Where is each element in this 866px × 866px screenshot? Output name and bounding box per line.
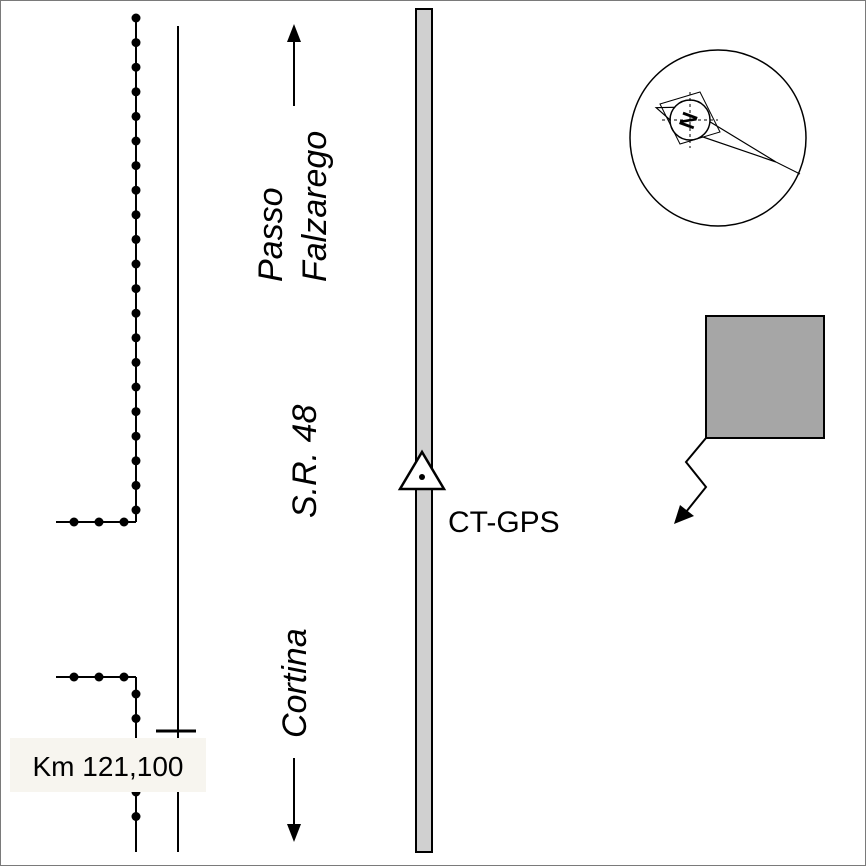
station-label: CT-GPS [448,506,560,539]
boundary-dot [131,714,141,723]
boundary-dot [131,87,141,97]
boundary-dot [131,333,141,343]
boundary-dot [69,672,79,682]
boundary-dot [131,234,141,244]
boundary-dot [119,672,129,682]
boundary-dot [131,407,141,417]
boundary-dot [131,210,141,220]
boundary-dot [131,284,141,294]
boundary-dot [119,517,129,527]
boundary-dot [131,136,141,146]
boundary-dot [131,456,141,466]
boundary-dot [131,357,141,367]
arrow-up-icon [287,24,301,106]
boundary-dot [131,259,141,269]
boundary-dot [131,812,141,821]
boundary-dot [131,13,141,23]
dotted-boundary-upper [56,13,141,527]
boundary-dot [131,382,141,392]
boundary-dot [131,308,141,318]
km-label-box [10,738,206,792]
boundary-dot [131,185,141,195]
label-road-name: S.R. 48 [286,405,324,518]
boundary-dot [131,431,141,441]
boundary-dot [131,689,141,699]
boundary-dot [131,480,141,490]
arrow-down-icon [287,758,301,842]
boundary-dot [131,111,141,121]
boundary-dot [131,161,141,171]
boundary-dot [94,672,104,682]
label-passo: Passo [252,188,290,283]
compass-icon: N [629,49,807,227]
boundary-dot [131,38,141,48]
label-falzarego: Falzarego [296,131,334,282]
label-cortina: Cortina [276,628,314,738]
zigzag-arrow-icon [674,437,708,524]
road-sr48 [415,8,433,853]
gps-station-marker-icon [397,449,447,491]
boundary-dot [131,62,141,72]
km-label: Km 121,100 [33,751,184,782]
boundary-dot [69,517,79,527]
boundary-dot [131,505,141,515]
building [705,315,825,439]
boundary-dot [94,517,104,527]
